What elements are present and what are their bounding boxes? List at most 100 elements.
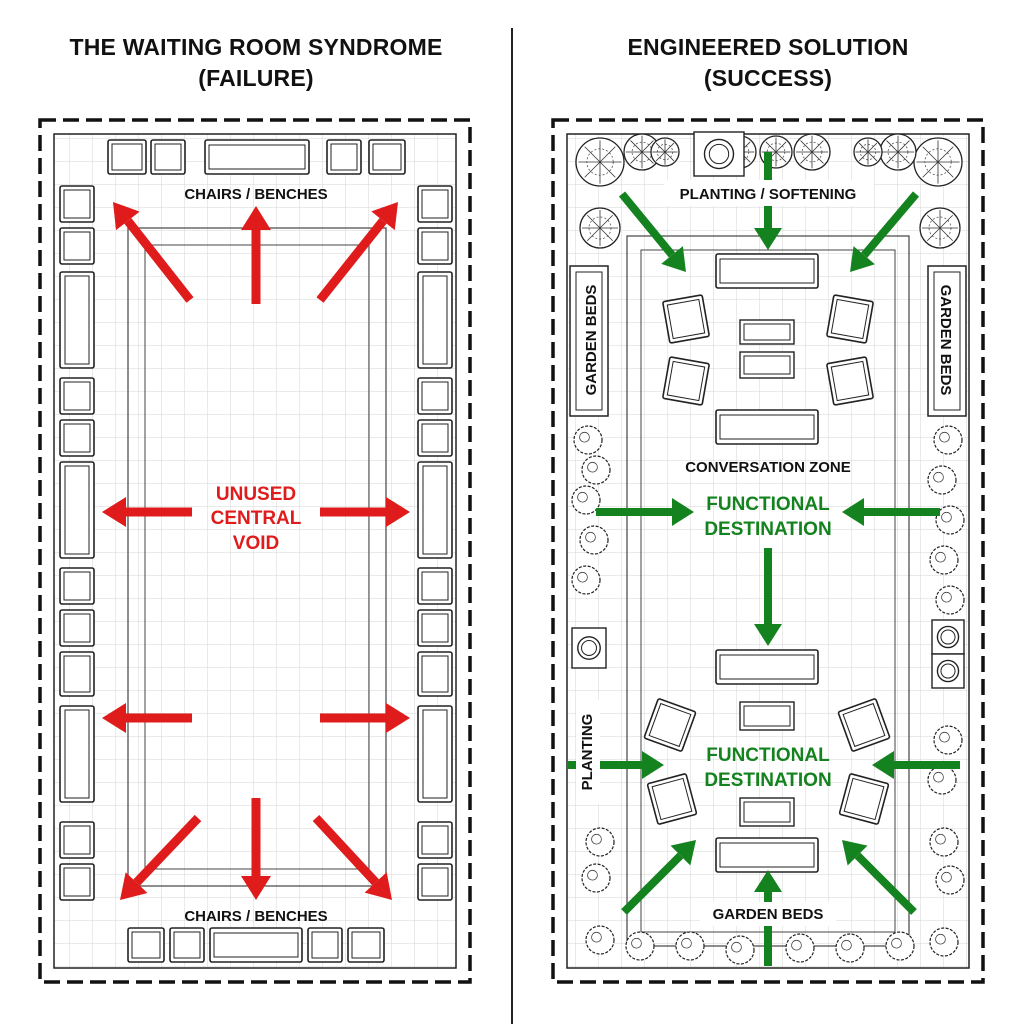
left-plan: CHAIRS / BENCHES CHAIRS / BENCHES UNUSED… (38, 118, 472, 984)
planter-right-2 (931, 653, 965, 689)
canopy-tree-5 (919, 207, 961, 249)
inward-arrow-2 (850, 191, 920, 272)
top-chair-1 (150, 139, 186, 175)
lower-table-1 (739, 701, 795, 731)
lower-bottom-sofa (715, 837, 819, 873)
inward-arrow-3 (596, 498, 694, 526)
top-bench-2 (204, 139, 310, 175)
top-chair-0 (107, 139, 147, 175)
right-wall-chair-7 (417, 609, 453, 647)
left-wall-bench-2 (59, 271, 95, 369)
top-chair-4 (368, 139, 406, 175)
right-wall-bench-9 (417, 705, 453, 803)
outward-arrow-5 (102, 703, 192, 733)
left-wall-chair-6 (59, 567, 95, 605)
left-wall-chair-10 (59, 821, 95, 859)
inward-arrow-7 (872, 751, 960, 779)
planting-softening-label: PLANTING / SOFTENING (680, 186, 857, 203)
left-top-seating-label: CHAIRS / BENCHES (184, 186, 327, 203)
upper-destination-line-1: FUNCTIONAL (706, 494, 830, 515)
shrub-23 (929, 927, 959, 957)
right-wall-chair-8 (417, 651, 453, 697)
canopy-tree-2 (579, 207, 621, 249)
shrub-13 (581, 863, 611, 893)
planting-beds (571, 131, 965, 965)
shrub-1 (581, 455, 611, 485)
inward-arrow-4 (842, 498, 940, 526)
right-wall-chair-11 (417, 863, 453, 901)
outward-arrow-9 (312, 814, 392, 900)
inward-arrow-9 (842, 840, 917, 915)
bottom-chair-3 (307, 927, 343, 963)
left-wall-bench-9 (59, 705, 95, 803)
outward-arrow-3 (102, 497, 192, 527)
upper-table-1 (739, 319, 795, 345)
left-title-line-1: THE WAITING ROOM SYNDROME (69, 34, 443, 60)
upper-bottom-sofa (715, 409, 819, 445)
right-inward-arrows (568, 152, 960, 966)
shrub-14 (929, 827, 959, 857)
planting-side-label: PLANTING (579, 714, 596, 791)
canopy-tree-0 (575, 137, 625, 187)
right-wall-chair-3 (417, 377, 453, 415)
right-wall-chair-0 (417, 185, 453, 223)
left-wall-chair-0 (59, 185, 95, 223)
lower-left-chair-1 (643, 698, 697, 752)
canopy-tree-9 (650, 137, 680, 167)
destination-seating-groups (643, 253, 891, 873)
right-site-boundary (551, 118, 985, 984)
shrub-16 (585, 925, 615, 955)
lower-destination-line-2: DESTINATION (704, 770, 831, 791)
conversation-zone-label: CONVERSATION ZONE (685, 459, 851, 476)
right-panel-title: ENGINEERED SOLUTION (SUCCESS) (512, 32, 1024, 94)
canopy-tree-3 (913, 137, 963, 187)
right-garden-beds-label: GARDEN BEDS (937, 285, 954, 396)
shrub-5 (933, 425, 963, 455)
outward-arrow-8 (241, 798, 271, 900)
right-wall-chair-4 (417, 419, 453, 457)
canopy-tree-10 (853, 137, 883, 167)
bottom-chair-4 (347, 927, 385, 963)
shrub-3 (579, 525, 609, 555)
upper-left-chair-2 (662, 356, 710, 406)
right-wall-chair-1 (417, 227, 453, 265)
top-chair-3 (326, 139, 362, 175)
bottom-bench-2 (209, 927, 303, 963)
outward-arrow-7 (120, 814, 202, 900)
upper-table-2 (739, 351, 795, 379)
shrub-2 (571, 485, 601, 515)
left-wall-chair-3 (59, 377, 95, 415)
inward-arrow-8 (621, 840, 696, 915)
lower-left-chair-2 (646, 773, 698, 825)
shrub-9 (935, 585, 965, 615)
shrub-19 (725, 935, 755, 965)
shrub-17 (625, 931, 655, 961)
left-wall-chair-1 (59, 227, 95, 265)
shrub-22 (885, 931, 915, 961)
left-wall-chair-8 (59, 651, 95, 697)
right-wall-chair-6 (417, 567, 453, 605)
inward-arrow-5 (754, 548, 782, 646)
canopy-tree-4 (879, 133, 917, 171)
shrub-6 (927, 465, 957, 495)
shrub-12 (585, 827, 615, 857)
void-label-line-3: VOID (233, 533, 279, 554)
left-bottom-seating-label: CHAIRS / BENCHES (184, 908, 327, 925)
outward-arrow-4 (320, 497, 410, 527)
shrub-8 (929, 545, 959, 575)
right-plan: GARDEN BEDS GARDEN BEDS PLANTING / SOFTE… (551, 118, 985, 984)
lower-top-sofa (715, 649, 819, 685)
right-title-line-2: (SUCCESS) (703, 65, 833, 91)
shrub-7 (935, 505, 965, 535)
outward-arrow-1 (241, 206, 271, 304)
left-wall-chair-7 (59, 609, 95, 647)
shrub-21 (835, 933, 865, 963)
left-wall-chair-11 (59, 863, 95, 901)
upper-right-chair-2 (826, 356, 874, 406)
lower-right-chair-2 (838, 773, 890, 825)
inward-arrow-1 (618, 191, 686, 272)
outward-arrow-0 (113, 202, 194, 303)
left-site-boundary (38, 118, 472, 984)
left-wall-chair-4 (59, 419, 95, 457)
